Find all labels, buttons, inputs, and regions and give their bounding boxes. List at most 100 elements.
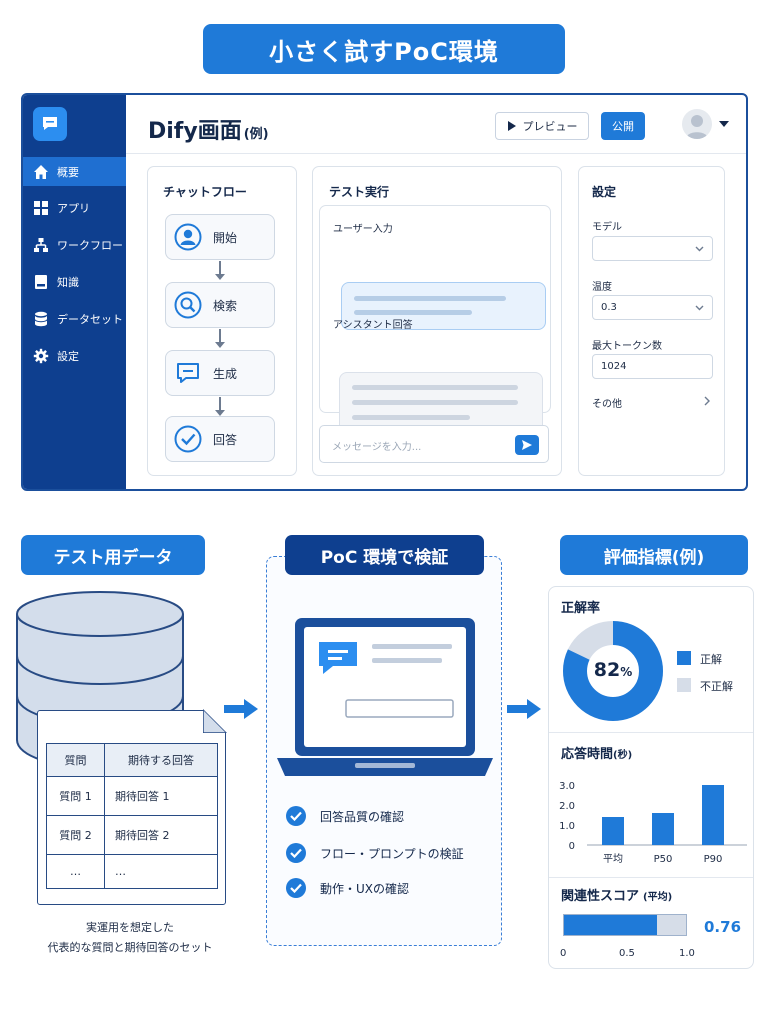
avatar[interactable]	[682, 109, 712, 139]
flow-node-search[interactable]: 検索	[165, 282, 275, 328]
poc-tag: PoC 環境で検証	[285, 535, 484, 575]
table-cell: 質問 2	[46, 815, 105, 855]
sidebar-item-knowledge[interactable]: 知識	[23, 267, 126, 296]
test-data-tag: テスト用データ	[21, 535, 205, 575]
app-logo-icon[interactable]	[33, 107, 67, 141]
bar-2	[702, 785, 724, 845]
relevance-value: 0.76	[704, 918, 742, 936]
flow-node-generate[interactable]: 生成	[165, 350, 275, 396]
x-tick-label: 平均	[603, 853, 623, 865]
sidebar-item-workflow[interactable]: ワークフロー	[23, 230, 126, 259]
send-button[interactable]	[515, 435, 539, 455]
chevron-right-icon[interactable]	[703, 396, 711, 406]
chevron-down-icon[interactable]	[719, 121, 729, 127]
text-placeholder-line	[352, 400, 518, 405]
user-input-label: ユーザー入力	[333, 224, 393, 235]
grid-icon	[34, 200, 48, 215]
table-row: … …	[46, 854, 218, 889]
donut-slice-correct	[563, 621, 663, 721]
flow-node-label: 生成	[213, 366, 238, 381]
message-input-placeholder: メッセージを入力...	[332, 442, 422, 453]
user-message-bubble	[341, 282, 546, 330]
flow-node-label: 開始	[213, 230, 238, 245]
workflow-icon	[34, 237, 48, 252]
book-icon	[35, 274, 47, 289]
user-avatar-icon	[686, 115, 708, 139]
x-tick-label: P50	[654, 854, 673, 865]
check-item: 回答品質の確認	[286, 806, 404, 826]
flow-node-label: 検索	[213, 298, 238, 313]
y-tick-label: 3.0	[559, 781, 575, 792]
response-time-title: 応答時間(秒)	[561, 743, 632, 762]
bar-0	[602, 817, 624, 845]
max-tokens-label: 最大トークン数	[592, 341, 662, 352]
table-cell: 期待回答 2	[104, 815, 218, 855]
check-item: 動作・UXの確認	[286, 878, 409, 898]
max-tokens-input[interactable]: 1024	[592, 354, 713, 379]
table-header: 期待する回答	[104, 743, 218, 777]
header-divider	[126, 153, 746, 154]
sidebar-item-label: データセット	[57, 312, 123, 326]
response-time-title-text: 応答時間	[561, 747, 614, 762]
test-run-panel: テスト実行 ユーザー入力 アシスタント回答 メッセージを入力...	[312, 166, 562, 476]
y-tick-label: 1.0	[559, 821, 575, 832]
check-icon	[286, 843, 306, 863]
relevance-title-text: 関連性スコア	[561, 889, 640, 904]
sidebar-item-apps[interactable]: アプリ	[23, 193, 126, 222]
caption-line: 実運用を想定した	[86, 921, 174, 934]
check-item-label: フロー・プロンプトの検証	[320, 846, 464, 861]
check-item-label: 動作・UXの確認	[320, 881, 410, 896]
message-input[interactable]: メッセージを入力...	[319, 425, 549, 463]
flow-arrow	[215, 397, 225, 416]
sidebar-item-label: ワークフロー	[57, 238, 123, 252]
table-cell: …	[46, 854, 105, 889]
chat-icon	[174, 359, 202, 387]
relevance-subtitle: (平均)	[643, 892, 673, 903]
sidebar-item-datasets[interactable]: データセット	[23, 304, 126, 333]
sidebar-item-label: 知識	[57, 275, 79, 289]
laptop-icon	[277, 618, 493, 776]
metrics-tag: 評価指標(例)	[560, 535, 748, 575]
table-cell: …	[104, 854, 218, 889]
temperature-select[interactable]: 0.3	[592, 295, 713, 320]
search-icon	[174, 291, 202, 319]
table-header: 質問	[46, 743, 105, 777]
temperature-value: 0.3	[601, 302, 617, 313]
preview-button-label: プレビュー	[522, 120, 578, 133]
flow-arrow	[215, 261, 225, 280]
preview-button[interactable]: プレビュー	[495, 112, 589, 140]
publish-button-label: 公開	[612, 120, 634, 133]
relevance-tick: 1.0	[679, 948, 695, 959]
model-select[interactable]	[592, 236, 713, 261]
flow-node-answer[interactable]: 回答	[165, 416, 275, 462]
sidebar: 概要 アプリ ワークフロー 知識 データセット 設定	[23, 95, 126, 489]
page-title: 小さく試すPoC環境	[269, 37, 499, 66]
metric-divider	[549, 877, 753, 878]
metrics-tag-label: 評価指標(例)	[603, 547, 705, 568]
sidebar-item-label: 概要	[57, 165, 79, 179]
sidebar-item-overview[interactable]: 概要	[23, 157, 126, 186]
conversation-area: ユーザー入力 アシスタント回答	[319, 205, 551, 436]
temperature-label: 温度	[592, 282, 612, 293]
page-fold-icon	[203, 709, 227, 733]
sidebar-item-settings[interactable]: 設定	[23, 341, 126, 370]
text-placeholder-line	[352, 415, 470, 420]
test-data-tag-label: テスト用データ	[53, 547, 173, 568]
sidebar-item-label: アプリ	[57, 201, 90, 215]
model-label: モデル	[592, 222, 622, 233]
document-card: 質問 期待する回答 質問 1 期待回答 1 質問 2 期待回答 2 … …	[37, 709, 227, 905]
arrow-right-icon	[224, 699, 258, 719]
table-row: 質問 1 期待回答 1	[46, 776, 218, 816]
metric-divider	[549, 732, 753, 733]
table-header-row: 質問 期待する回答	[46, 743, 218, 777]
flow-node-start[interactable]: 開始	[165, 214, 275, 260]
response-time-unit: (秒)	[613, 750, 633, 761]
bar-1	[652, 813, 674, 845]
other-settings-label[interactable]: その他	[592, 399, 622, 410]
text-placeholder-line	[354, 310, 472, 315]
relevance-bar-fill	[564, 915, 657, 935]
database-icon	[34, 311, 48, 326]
publish-button[interactable]: 公開	[601, 112, 645, 140]
